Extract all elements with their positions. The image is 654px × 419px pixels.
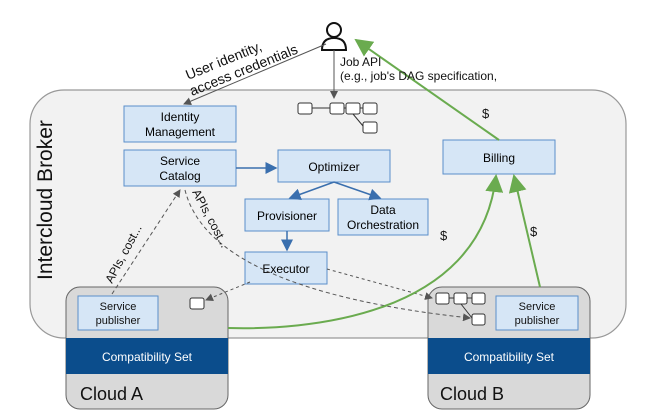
cloud-a-node-icon [189,297,205,310]
cloud-b-publisher-line1: Service [519,301,556,313]
identity-management-box: Identity Management [123,105,237,143]
job-dag-icon [297,102,378,134]
cloud-b-billing-arrow [508,174,541,288]
billing-label: Billing [483,151,515,165]
job-api-line1: Job API [340,55,381,69]
executor-label: Executor [262,262,309,276]
cloud-a-compat-set [66,338,228,374]
billing-user-arrow [354,38,500,141]
cloud-a-billing-arrow [227,174,504,330]
cloud-a-service-publisher [77,295,159,331]
cloud-a-name: Cloud A [80,384,143,404]
catalog-cloud-b-dashed [184,189,471,322]
broker-label: Intercloud Broker [34,120,57,280]
cloud-a-compat-label: Compatibility Set [102,350,193,364]
dollar-label-right: $ [530,224,538,239]
identity-line2: Management [145,125,216,139]
cloud-a: Compatibility Set Cloud A Service publis… [65,286,229,410]
catalog-line2: Catalog [159,169,200,183]
cloud-b-publisher-line2: publisher [515,315,560,327]
executor-box: Executor [244,251,328,285]
provisioner-box: Provisioner [244,198,330,232]
dollar-label-mid: $ [440,228,448,243]
catalog-line1: Service [160,154,200,168]
cloud-a-publisher-line1: Service [100,301,137,313]
user-identity-arrow [183,43,327,105]
service-catalog-box: Service Catalog [123,149,237,187]
executor-cloud-a-arrow [205,281,251,302]
identity-line1: Identity [161,110,200,124]
data-orchestration-box: Data Orchestration [337,198,429,236]
cloud-b: Compatibility Set Cloud B Service publis… [427,286,591,410]
cloud-b-dag-icon [435,292,486,326]
cloud-b-compat-label: Compatibility Set [464,350,555,364]
optimizer-label: Optimizer [308,160,359,174]
dollar-label-top: $ [482,106,490,121]
provisioner-label: Provisioner [257,209,317,223]
cloud-b-name: Cloud B [440,384,504,404]
cloud-b-compat-set [428,338,590,374]
billing-box: Billing [442,139,556,175]
user-icon [320,22,348,51]
optimizer-box: Optimizer [277,149,391,183]
cloud-b-service-publisher [495,295,579,331]
data-orch-line2: Orchestration [347,218,419,232]
job-api-line2: (e.g., job's DAG specification, [340,69,497,83]
optimizer-provisioner-arrow [288,181,335,201]
cloud-a-publisher-line2: publisher [96,315,141,327]
optimizer-dataorch-arrow [333,181,382,201]
data-orch-line1: Data [370,203,396,217]
